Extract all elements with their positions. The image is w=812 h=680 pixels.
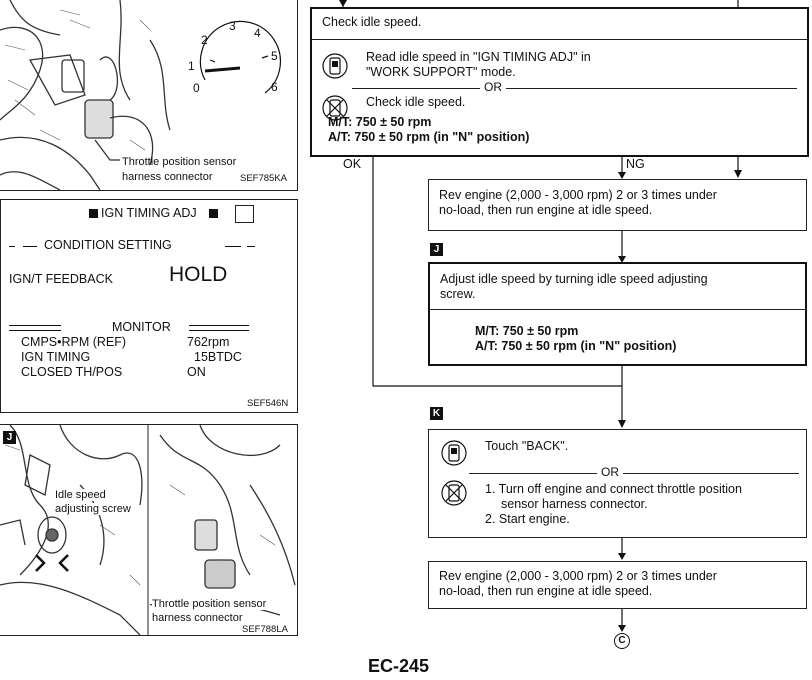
ng-label: NG (626, 157, 645, 171)
monitor-row-3-value: ON (187, 365, 206, 379)
step-letter-j: J (3, 431, 16, 444)
touch-back-text: Touch "BACK". (485, 439, 569, 453)
ok-label: OK (343, 157, 362, 171)
gauge-number-5: 5 (271, 49, 278, 63)
step2: 2. Start engine. (485, 512, 570, 526)
connector-c-icon: C (614, 633, 630, 649)
monitor-row-1-label: CMPS•RPM (REF) (21, 335, 127, 349)
gauge-number-3: 3 (229, 19, 236, 33)
check-idle-title: Check idle speed. (322, 15, 422, 29)
sensor-label-line2: harness connector (152, 612, 243, 624)
manual-check-text: Check idle speed. (366, 95, 466, 109)
idle-screw-label-line1: Idle speed (55, 489, 106, 501)
consult-tester-icon (322, 53, 348, 83)
monitor-row-2-value: 15BTDC (194, 350, 242, 364)
connector-label: C (618, 635, 626, 646)
adjust-spec-mt: M/T: 750 ± 50 rpm (475, 324, 579, 338)
gauge-number-1: 1 (188, 59, 195, 73)
sensor-label-line1: Throttle position sensor (152, 598, 267, 610)
consult-screen-panel: IGN TIMING ADJ CONDITION SETTING IGN/T F… (0, 199, 298, 413)
flow-line-ok (372, 155, 622, 387)
adjust-line2: screw. (440, 287, 476, 301)
or-label: OR (480, 80, 506, 95)
or-label: OR (597, 465, 623, 480)
rotation-arrows (35, 554, 69, 572)
condition-header-row: CONDITION SETTING (9, 238, 287, 254)
step-letter-j: J (430, 243, 443, 256)
check-idle-speed-box: Check idle speed. Read idle speed in "IG… (310, 7, 809, 157)
rev-engine-2-line2: no-load, then run engine at idle speed. (439, 584, 653, 598)
gauge-number-4: 4 (254, 26, 261, 40)
feedback-value: HOLD (169, 263, 228, 286)
idle-screw-label-line2: adjusting screw (55, 503, 131, 515)
empty-box-icon (235, 205, 254, 223)
engine-illustration (0, 0, 282, 190)
adjust-idle-box: Adjust idle speed by turning idle speed … (428, 262, 807, 366)
rev-engine-1-line2: no-load, then run engine at idle speed. (439, 203, 653, 217)
step-letter-k: K (430, 407, 443, 420)
consult-instruction-line1: Read idle speed in "IGN TIMING ADJ" in (366, 50, 591, 64)
rev-engine-1-line1: Rev engine (2,000 - 3,000 rpm) 2 or 3 ti… (439, 188, 717, 202)
spec-mt: M/T: 750 ± 50 rpm (328, 115, 432, 129)
or-divider (352, 88, 797, 89)
idle-screw-illustration-panel: J Idle speed adjusting screw Throttle po… (0, 424, 298, 636)
or-divider (469, 473, 799, 474)
figure-code: SEF785KA (240, 173, 287, 184)
sensor-label-line1: Throttle position sensor (122, 156, 237, 168)
throttle-sensor-illustration-panel: 0 1 2 3 4 5 6 Throttle position sensor h… (0, 0, 298, 191)
engine-illustration (0, 425, 296, 635)
monitor-row-1-value: 762rpm (187, 335, 230, 349)
no-tools-icon (441, 480, 467, 510)
figure-code: SEF788LA (242, 624, 288, 635)
title-marker-left (89, 209, 98, 218)
figure-code: SEF546N (247, 398, 289, 409)
step1-line1: 1. Turn off engine and connect throttle … (485, 482, 742, 496)
gauge-number-0: 0 (193, 81, 200, 95)
monitor-header-row: MONITOR (9, 320, 287, 334)
consult-tester-icon (441, 440, 467, 470)
adjust-line1: Adjust idle speed by turning idle speed … (440, 272, 708, 286)
feedback-label: IGN/T FEEDBACK (9, 272, 113, 286)
screen-title-bar: IGN TIMING ADJ (39, 204, 265, 223)
rev-engine-box-2: Rev engine (2,000 - 3,000 rpm) 2 or 3 ti… (428, 561, 807, 609)
adjust-spec-at: A/T: 750 ± 50 rpm (in "N" position) (475, 339, 677, 353)
spec-at: A/T: 750 ± 50 rpm (in "N" position) (328, 130, 530, 144)
monitor-row-3-label: CLOSED TH/POS (21, 365, 123, 379)
condition-header: CONDITION SETTING (44, 238, 172, 252)
screen-title: IGN TIMING ADJ (101, 206, 197, 220)
rev-engine-2-line1: Rev engine (2,000 - 3,000 rpm) 2 or 3 ti… (439, 569, 717, 583)
sensor-label-line2: harness connector (122, 171, 213, 183)
monitor-row-2-label: IGN TIMING (21, 350, 91, 364)
rev-engine-box-1: Rev engine (2,000 - 3,000 rpm) 2 or 3 ti… (428, 179, 807, 231)
step1-line2: sensor harness connector. (501, 497, 648, 511)
no-tools-icon (322, 95, 348, 125)
monitor-header: MONITOR (112, 320, 171, 334)
page-number: EC-245 (368, 656, 430, 676)
tachometer-gauge (199, 20, 282, 94)
touch-back-box: Touch "BACK". OR 1. Turn off engine and … (428, 429, 807, 538)
consult-instruction-line2: "WORK SUPPORT" mode. (366, 65, 516, 79)
title-marker-right (209, 209, 218, 218)
gauge-number-6: 6 (271, 80, 278, 94)
gauge-number-2: 2 (201, 33, 208, 47)
